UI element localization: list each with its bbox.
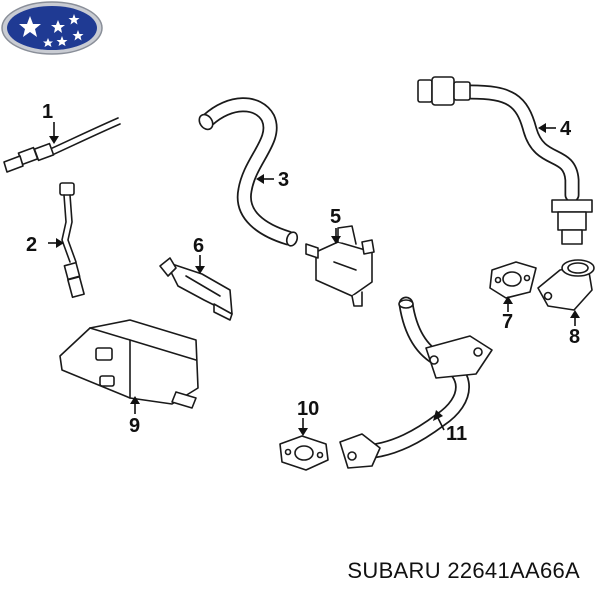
exploded-view: 1 2 3 4 5 6 7 8 9 10 11 — [3, 76, 595, 471]
part-11-oxygen-sensor — [59, 182, 85, 299]
part-1-solenoid-valve — [305, 225, 375, 307]
callout-7: 10 — [297, 398, 319, 420]
callout-5: 8 — [569, 326, 580, 348]
part-8-canister — [59, 319, 199, 409]
leader-4 — [437, 417, 445, 431]
part-6-gasket — [489, 261, 537, 299]
callout-11: 2 — [26, 234, 37, 256]
part-3-pipe — [417, 76, 593, 245]
leader-lines — [48, 122, 580, 436]
callout-3: 4 — [560, 118, 572, 140]
callout-labels: 1 2 3 4 5 6 7 8 9 10 11 — [26, 101, 580, 445]
callout-1: 5 — [330, 206, 341, 228]
part-number-caption: SUBARU 22641AA66A — [347, 558, 580, 583]
part-7-gasket — [279, 435, 329, 471]
callout-8: 9 — [129, 415, 140, 437]
part-5-flange — [537, 259, 595, 311]
part-4-egr-pipe — [339, 296, 493, 469]
callout-10: 1 — [42, 101, 53, 123]
stars-icon — [19, 14, 84, 47]
subaru-logo — [1, 1, 103, 55]
part-2-hose — [198, 97, 299, 247]
callout-6: 7 — [502, 311, 513, 333]
callout-4: 11 — [446, 423, 467, 445]
callout-2: 3 — [278, 169, 289, 191]
callout-9: 6 — [193, 235, 204, 257]
part-10-oxygen-sensor — [3, 117, 121, 173]
part-9-bracket — [159, 257, 233, 321]
